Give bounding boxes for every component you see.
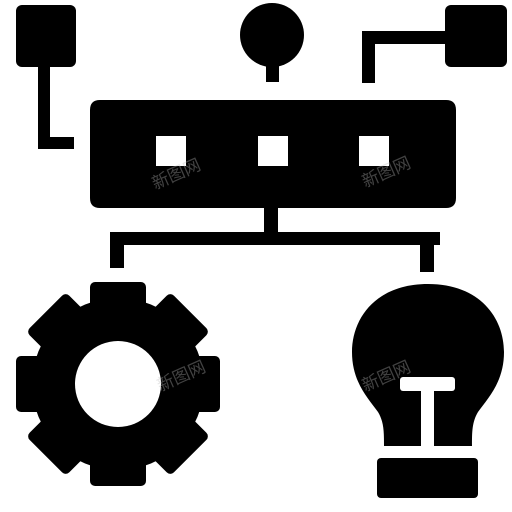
top-left-node-icon [16,5,76,149]
top-center-pin-icon [240,3,304,82]
gear-icon [16,282,220,486]
connector-lines [110,208,440,272]
server-bar-icon [90,100,456,208]
lightbulb-icon [352,284,504,498]
top-right-node-icon [362,5,507,83]
